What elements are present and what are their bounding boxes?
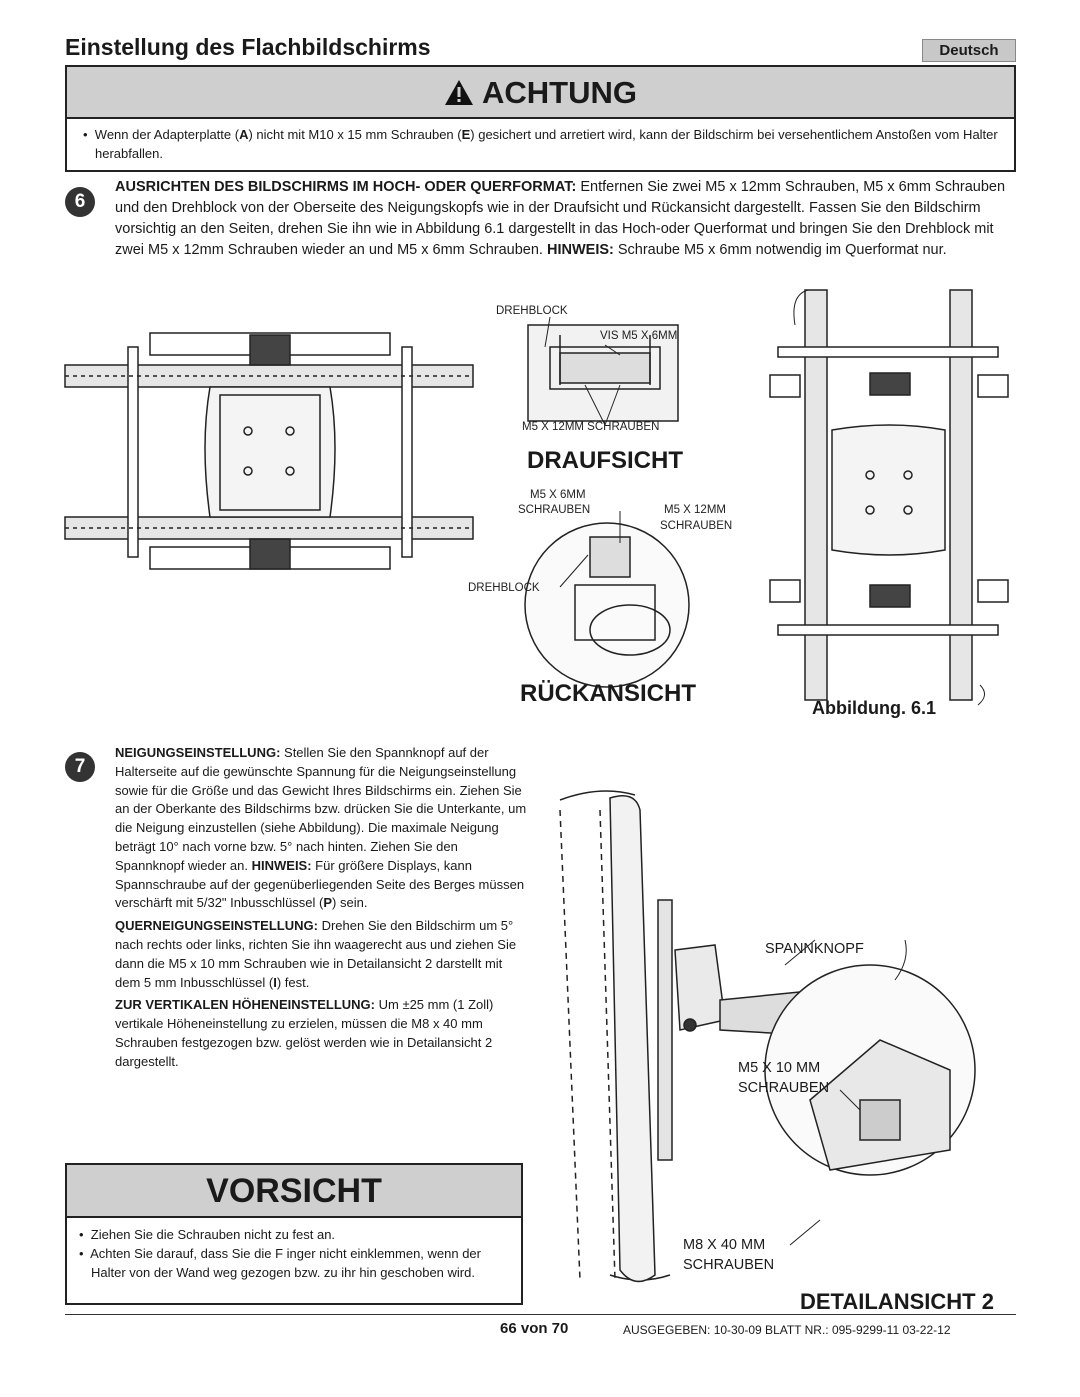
step-6-note-label: HINWEIS: bbox=[546, 242, 614, 258]
m5x6-schrauben-label: SCHRAUBEN bbox=[518, 504, 591, 516]
step-6-badge: 6 bbox=[65, 187, 95, 217]
caution-item-1-text: Ziehen Sie die Schrauben nicht zu fest a… bbox=[90, 1227, 336, 1242]
lateral-tilt-heading: QUERNEIGUNGSEINSTELLUNG: bbox=[115, 918, 318, 934]
warning-text-1: Wenn der Adapterplatte ( bbox=[94, 127, 240, 142]
landscape-mount-illustration bbox=[64, 332, 474, 570]
part-a-ref: A bbox=[239, 127, 249, 142]
m5x12-label: M5 X 12MM bbox=[664, 504, 726, 516]
detail-2-drawing bbox=[559, 790, 976, 1283]
m5x12-schrauben-label-2: SCHRAUBEN bbox=[660, 520, 733, 532]
step-6-body: Entfernen Sie zwei M5 x 12mm Schrauben, … bbox=[115, 179, 1006, 258]
step-6-text: AUSRICHTEN DES BILDSCHIRMS IM HOCH- ODER… bbox=[115, 177, 1010, 261]
caution-box: VORSICHT • Ziehen Sie die Schrauben nich… bbox=[65, 1163, 523, 1305]
m5x10-schrauben-label: SCHRAUBEN bbox=[738, 1080, 830, 1096]
part-p-ref: P bbox=[323, 895, 333, 911]
detailansicht-2-label: DETAILANSICHT 2 bbox=[800, 1289, 994, 1314]
tilt-note-end: ) sein. bbox=[332, 895, 368, 911]
tilt-adjustment-paragraph: NEIGUNGSEINSTELLUNG: Stellen Sie den Spa… bbox=[115, 744, 527, 913]
height-adjustment-paragraph: ZUR VERTIKALEN HÖHENEINSTELLUNG: Um ±25 … bbox=[115, 996, 527, 1071]
caution-heading: VORSICHT bbox=[67, 1165, 521, 1218]
warning-text-2: ) nicht mit M10 x 15 mm Schrauben ( bbox=[248, 127, 462, 142]
lateral-tilt-end: ) fest. bbox=[276, 974, 310, 990]
page-title: Einstellung des Flachbildschirms bbox=[65, 34, 431, 60]
tilt-note-text: Für größere Displays, kann Spannschraube… bbox=[115, 857, 525, 911]
part-e-ref: E bbox=[461, 127, 471, 142]
drehblock-label-top: DREHBLOCK bbox=[496, 305, 568, 317]
step-7-text: NEIGUNGSEINSTELLUNG: Stellen Sie den Spa… bbox=[115, 744, 527, 1072]
height-heading: ZUR VERTIKALEN HÖHENEINSTELLUNG: bbox=[115, 997, 375, 1013]
m5x12-schrauben-label: M5 X 12MM SCHRAUBEN bbox=[522, 421, 660, 433]
warning-triangle-icon bbox=[445, 80, 473, 105]
m5x6-label: M5 X 6MM bbox=[530, 489, 586, 501]
back-view-illustration bbox=[524, 511, 690, 688]
step-6-heading: AUSRICHTEN DES BILDSCHIRMS IM HOCH- ODER… bbox=[115, 179, 577, 195]
language-tab: Deutsch bbox=[922, 39, 1016, 62]
tilt-heading: NEIGUNGSEINSTELLUNG: bbox=[115, 745, 281, 760]
tv-screen-edge bbox=[609, 795, 656, 1283]
m5x10-label: M5 X 10 MM bbox=[738, 1060, 821, 1076]
spannknopf-label: SPANNKNOPF bbox=[765, 941, 864, 957]
caution-item: • Achten Sie darauf, dass Sie die F inge… bbox=[79, 1246, 481, 1280]
issued-info: AUSGEGEBEN: 10-30-09 BLATT NR.: 095-9299… bbox=[623, 1323, 951, 1337]
draufsicht-label: DRAUFSICHT bbox=[527, 447, 683, 474]
warning-text-3: ) gesichert und arretiert wird, kann der… bbox=[95, 127, 998, 161]
caution-item-2-text: Achten Sie darauf, dass Sie die F inger … bbox=[90, 1246, 481, 1280]
height-text: Um ±25 mm (1 Zoll) vertikale Höheneinste… bbox=[115, 997, 494, 1069]
caution-item: • Ziehen Sie die Schrauben nicht zu fest… bbox=[79, 1227, 336, 1242]
warning-box: ACHTUNG • Wenn der Adapterplatte (A) nic… bbox=[65, 65, 1016, 172]
portrait-mount-illustration bbox=[769, 289, 1009, 706]
step-7-badge: 7 bbox=[65, 752, 95, 782]
page-number: 66 von 70 bbox=[500, 1320, 569, 1337]
caution-list: • Ziehen Sie die Schrauben nicht zu fest… bbox=[77, 1225, 507, 1282]
figure-caption: Abbildung. 6.1 bbox=[812, 698, 936, 718]
warning-bullet: • Wenn der Adapterplatte (A) nicht mit M… bbox=[83, 127, 998, 161]
part-i-ref: I bbox=[273, 974, 277, 990]
rueckansicht-label: RÜCKANSICHT bbox=[520, 680, 696, 707]
footer-divider bbox=[65, 1314, 1016, 1315]
tilt-text: Stellen Sie den Spannknopf auf der Halte… bbox=[115, 745, 527, 873]
m8x40-label: M8 X 40 MM bbox=[683, 1237, 766, 1253]
warning-header: ACHTUNG bbox=[67, 67, 1014, 119]
vis-m5-label: VIS M5 X 6MM bbox=[600, 330, 678, 342]
lateral-tilt-text: Drehen Sie den Bildschirm um 5° nach rec… bbox=[115, 918, 517, 990]
tilt-arrow-top bbox=[559, 790, 636, 801]
top-view-illustration bbox=[527, 316, 679, 426]
drehblock-label-bottom: DREHBLOCK bbox=[468, 582, 540, 594]
step-6-note: Schraube M5 x 6mm notwendig im Querforma… bbox=[613, 242, 947, 258]
tilt-note-label: HINWEIS: bbox=[251, 857, 312, 873]
figure-6-1-drawing bbox=[64, 289, 1009, 706]
m8x40-schrauben-label: SCHRAUBEN bbox=[683, 1257, 775, 1273]
warning-heading: ACHTUNG bbox=[482, 75, 637, 110]
lateral-tilt-paragraph: QUERNEIGUNGSEINSTELLUNG: Drehen Sie den … bbox=[115, 917, 527, 992]
